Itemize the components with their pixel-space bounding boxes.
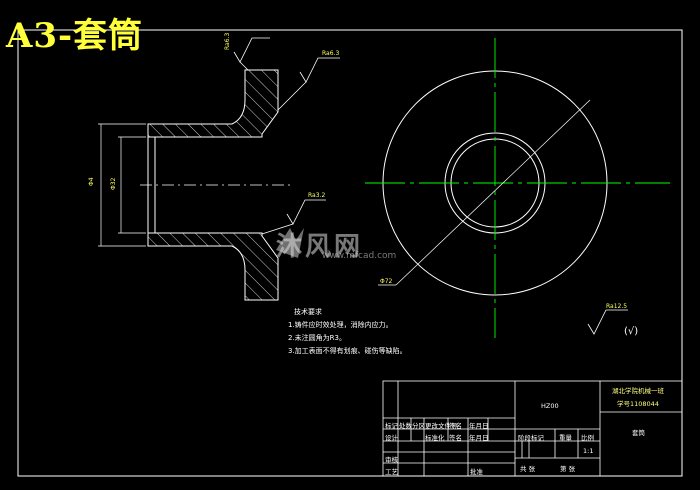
dimension-inner: Φ32 (110, 177, 117, 190)
roughness-general-suffix: (√) (624, 326, 639, 337)
tb-label-signature-1: 签名 (449, 422, 462, 430)
roughness-symbol-top (233, 37, 270, 63)
roughness-label-top: Ra6.3 (224, 32, 231, 50)
tb-label-standardize: 标准化 (425, 434, 445, 442)
roughness-symbol-right (299, 57, 340, 83)
section-lower-hatch (148, 233, 278, 300)
roughness-symbols (233, 37, 628, 335)
notes-item-3: 3.加工表面不得有划痕、碰伤等缺陷。 (288, 347, 407, 355)
tb-scale-value: 1:1 (583, 447, 594, 455)
watermark-url: www.mfcad.com (322, 251, 397, 261)
tb-label-weight: 重量 (559, 434, 572, 442)
drawing-border (17, 29, 683, 477)
tb-label-signature-2: 签名 (449, 434, 462, 442)
tb-label-approve: 批准 (470, 468, 483, 476)
roughness-symbol-bore (286, 199, 326, 225)
tb-label-date-1: 年月日 (469, 422, 489, 430)
tb-sheets-total: 共 张 (520, 465, 536, 473)
tb-part-name: 套筒 (632, 429, 645, 437)
tb-label-scale: 比例 (581, 434, 594, 442)
title-block-grid (382, 380, 683, 477)
section-upper-hatch (148, 70, 278, 137)
section-dimensions (98, 123, 146, 247)
end-view-centerlines (365, 38, 670, 338)
roughness-leader-bore (261, 223, 294, 235)
roughness-label-right: Ra6.3 (322, 50, 340, 57)
tb-label-change-doc: 更改文件号 (425, 422, 458, 430)
tb-sheet: 第 张 (560, 465, 576, 473)
diameter-leader (378, 99, 591, 286)
dimension-outer: Φ4 (88, 177, 95, 186)
tb-drawing-no: HZ00 (541, 402, 559, 410)
tb-label-zone: 分区 (412, 422, 425, 430)
tb-label-count: 处数 (399, 422, 412, 430)
tb-label-stage-mark: 阶段标记 (518, 434, 544, 442)
roughness-label-general: Ra12.5 (606, 303, 628, 310)
roughness-symbol-general (587, 309, 628, 335)
title-block-frame (382, 380, 683, 477)
drawing-title: A3-套筒 (6, 16, 144, 56)
tb-student-no: 学号1108044 (617, 400, 659, 408)
tb-label-mark: 标记 (385, 422, 398, 430)
technical-notes: 技术要求 1.铸件应时效处理，消除内应力。 2.未注圆角为R3。 3.加工表面不… (288, 306, 407, 358)
notes-item-2: 2.未注圆角为R3。 (288, 334, 346, 342)
dimension-circle: Φ72 (380, 278, 393, 285)
roughness-leader-top (239, 61, 249, 71)
diameter-leader-line (395, 99, 591, 286)
tb-school: 湖北学院机械一班 (612, 387, 664, 395)
tb-label-process: 工艺 (385, 468, 398, 476)
roughness-leader-right (277, 81, 307, 111)
tb-label-check: 审核 (385, 456, 398, 464)
tb-label-date-2: 年月日 (469, 434, 489, 442)
watermark-logo-icon (276, 228, 304, 258)
tb-label-design: 设计 (385, 434, 398, 442)
notes-item-1: 1.铸件应时效处理，消除内应力。 (288, 321, 393, 329)
roughness-label-bore: Ra3.2 (308, 192, 326, 199)
watermark-text: 沐风网 (276, 232, 364, 262)
notes-heading: 技术要求 (294, 308, 322, 316)
